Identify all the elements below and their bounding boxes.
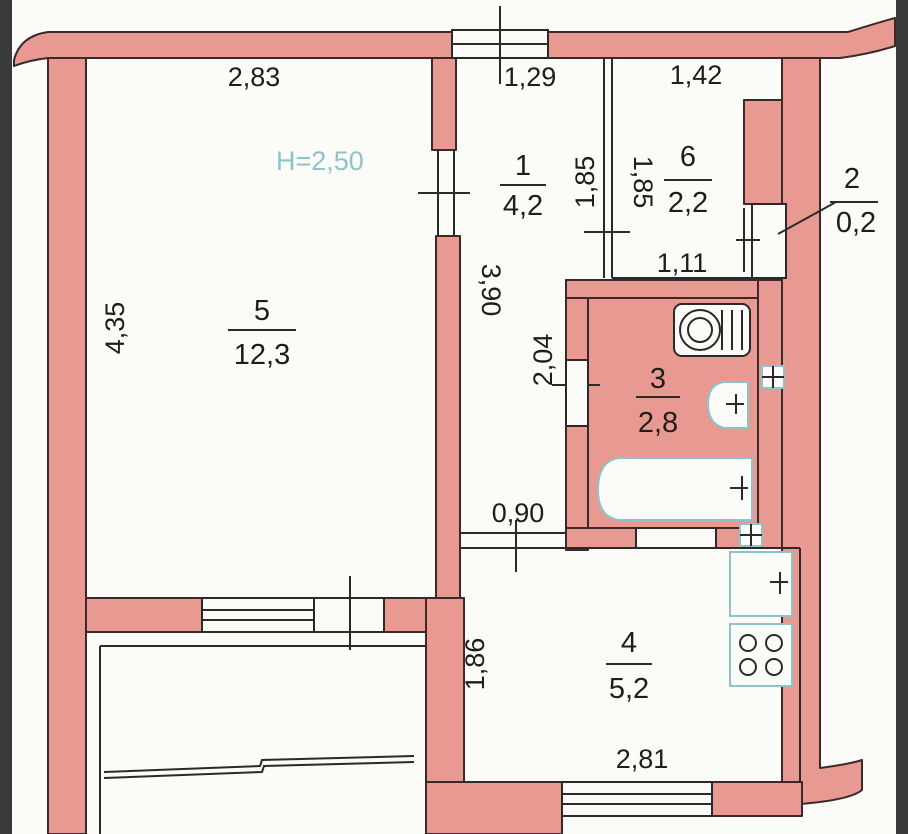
wall-right <box>781 57 863 805</box>
dim-room6-length-a: 1,85 <box>570 156 600 209</box>
bathtub-icon <box>596 457 753 521</box>
dim-room6-length-b: 1,85 <box>628 156 658 209</box>
burner-2 <box>765 634 783 652</box>
door-bathroom-bottom <box>635 527 717 549</box>
dim-kitchen-width: 2,81 <box>616 744 669 774</box>
labels: H=2,50 5 12,3 1 4,2 6 2,2 2 0,2 3 2,8 4 … <box>100 60 876 774</box>
room-3-area: 2,8 <box>638 407 678 439</box>
wall-bathroom-right <box>757 279 783 549</box>
burner-4 <box>765 658 783 676</box>
dim-hall-width: 1,29 <box>504 62 557 92</box>
burner-1 <box>739 634 757 652</box>
loggia-rail-b <box>103 761 415 779</box>
room2-leader <box>777 201 837 235</box>
wall-room5-bottom-left <box>85 597 203 633</box>
stove-icon <box>729 623 793 687</box>
windows <box>201 6 717 817</box>
dim-kitchen-length: 1,86 <box>460 638 490 691</box>
burner-3 <box>739 658 757 676</box>
window-kitchen-bottom <box>561 781 713 817</box>
room-1-area: 4,2 <box>503 190 543 222</box>
fraction-lines <box>228 179 712 665</box>
bathroom-fixtures <box>596 303 785 547</box>
dim-bath-length: 2,04 <box>528 334 558 387</box>
wall-top-right <box>547 17 896 59</box>
room-5-number: 5 <box>254 295 270 327</box>
dim-room5-length: 4,35 <box>100 302 130 355</box>
door-bath-opening <box>565 359 589 427</box>
room-3-number: 3 <box>650 363 666 395</box>
room-4-number: 4 <box>621 627 637 659</box>
dim-room6-bottom: 1,11 <box>657 248 708 278</box>
dim-hall-length: 3,90 <box>476 264 506 317</box>
wall-bottom-left <box>425 781 563 834</box>
room-6-area: 2,2 <box>668 187 708 219</box>
room-2-number: 2 <box>844 163 860 195</box>
toilet-bowl-inner <box>687 317 713 343</box>
ceiling-height-label: H=2,50 <box>276 146 364 176</box>
dim-room5-width: 2,83 <box>228 62 281 92</box>
room-4-area: 5,2 <box>609 673 649 705</box>
loggia-rail-a <box>103 755 415 773</box>
wall-bottom-right <box>711 781 803 817</box>
wall-bathroom-bottom <box>565 527 637 549</box>
wall-room5-hall-upper <box>431 57 457 151</box>
door-ticks <box>418 150 878 572</box>
kitchen-fixtures <box>729 551 793 687</box>
room-6-number: 6 <box>680 141 696 173</box>
wall-left <box>47 57 87 834</box>
room-2-area: 0,2 <box>836 207 876 239</box>
wall-room5-hall-lower <box>435 235 461 599</box>
wall-bathroom-top <box>565 279 783 299</box>
dim-passage-width: 0,90 <box>492 498 545 528</box>
loggia <box>99 645 426 834</box>
kitchen-sink-icon <box>729 551 793 617</box>
dim-room6-width: 1,42 <box>670 60 723 90</box>
room-5-area: 12,3 <box>234 339 290 371</box>
window-room5-bottom <box>201 597 315 633</box>
room-1-number: 1 <box>515 150 531 182</box>
